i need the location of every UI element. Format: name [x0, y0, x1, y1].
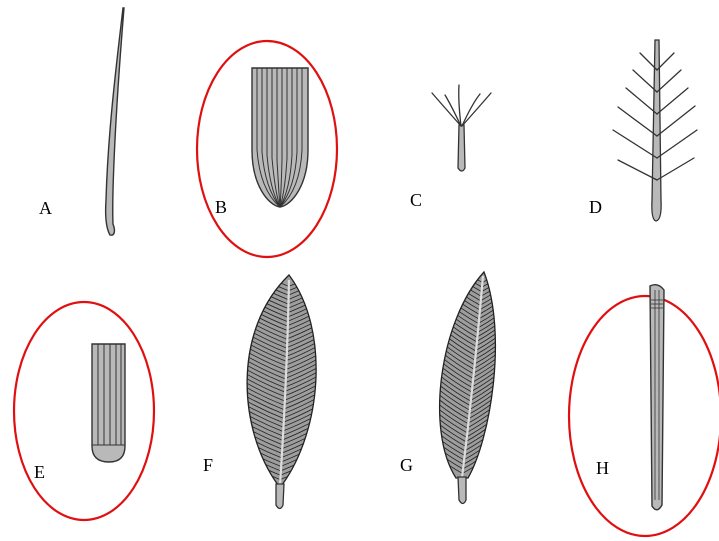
panel-label-g: G — [400, 455, 413, 475]
tuft-stalk — [458, 125, 465, 171]
highlight-circle-h — [569, 296, 719, 536]
panel-a: A — [39, 8, 124, 235]
panel-label-b: B — [215, 197, 227, 217]
leaf-petiole — [276, 484, 284, 509]
panel-f: F — [203, 264, 334, 508]
leaf-petiole — [458, 477, 466, 504]
panel-label-f: F — [203, 455, 213, 475]
highlight-circle-e — [14, 302, 154, 520]
bristle-shape — [106, 8, 124, 235]
blade-fill — [252, 68, 308, 207]
panel-h: H — [569, 285, 719, 536]
panel-c: C — [410, 85, 491, 210]
panel-label-e: E — [34, 462, 45, 482]
panel-e: E — [14, 302, 154, 520]
panel-label-c: C — [410, 190, 422, 210]
panel-label-a: A — [39, 198, 52, 218]
panel-b: B — [197, 41, 337, 257]
tuft-branches — [432, 85, 491, 126]
panel-g: G — [400, 259, 518, 504]
panel-label-d: D — [589, 197, 602, 217]
panel-label-h: H — [596, 458, 609, 478]
blade-fill — [92, 344, 125, 462]
panel-d: D — [589, 40, 697, 221]
rod-body — [650, 285, 664, 510]
